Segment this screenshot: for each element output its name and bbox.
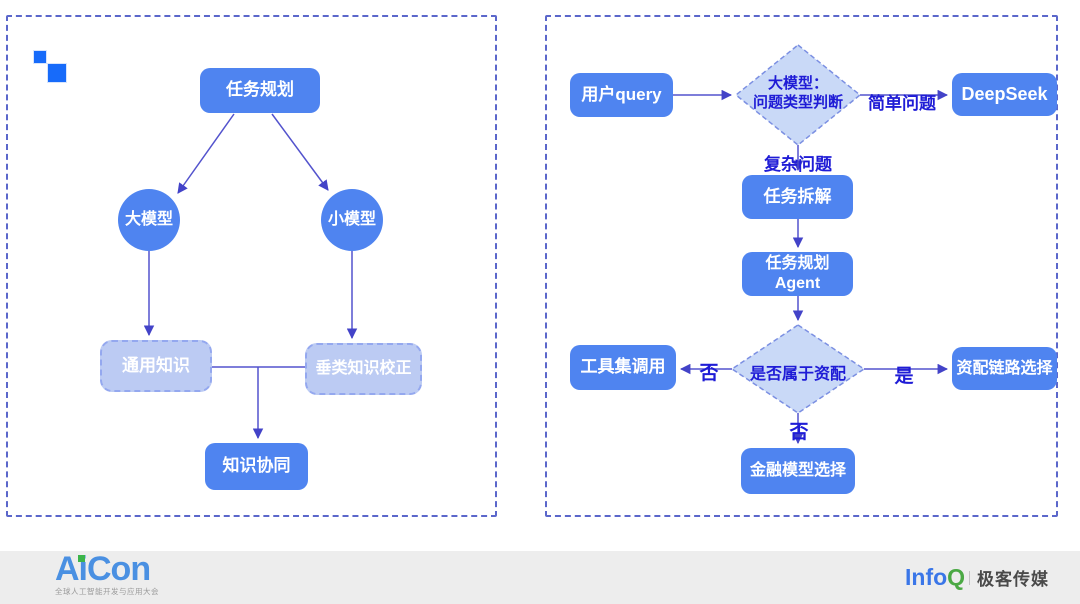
infoq-media-name: 极客传媒 [977, 570, 1050, 589]
edge-label-simple-question: 简单问题 [868, 94, 936, 113]
node-general-knowledge: 通用知识 [100, 340, 212, 392]
edge-label-no-left: 否 [699, 363, 719, 384]
node-large-model: 大模型 [118, 189, 180, 251]
aicon-brand-label: AiCon [55, 550, 151, 588]
infoq-brand-info: Info [905, 564, 948, 590]
decision-question-type-line1: 大模型： [767, 75, 828, 92]
node-vertical-knowledge-correction: 垂类知识校正 [305, 343, 422, 395]
node-small-model: 小模型 [321, 189, 383, 251]
node-allocation-link-selection: 资配链路选择 [952, 347, 1057, 390]
edge-label-complex-question: 复杂问题 [764, 155, 832, 174]
slide-logo-mark-large-square [47, 63, 67, 83]
decision-question-type-label: 大模型： 问题类型判断 [733, 74, 863, 112]
decision-is-allocation-label: 是否属于资配 [749, 366, 846, 383]
node-task-planning-agent-line2: Agent [774, 275, 821, 292]
infoq-divider [969, 570, 971, 585]
aicon-logo: AiCon 全球人工智能开发与应用大会 [55, 550, 159, 597]
aicon-brand-text: AiCon [55, 550, 151, 588]
aicon-green-dot-icon [78, 555, 85, 562]
footer-bar: AiCon 全球人工智能开发与应用大会 Info Q 极客传媒 [0, 551, 1080, 604]
node-task-decomposition: 任务拆解 [742, 175, 853, 219]
node-task-planning: 任务规划 [200, 68, 320, 113]
slide-logo-mark-small-square [33, 50, 47, 64]
node-knowledge-synergy: 知识协同 [205, 443, 308, 490]
node-task-planning-agent: 任务规划 Agent [742, 252, 853, 296]
node-deepseek: DeepSeek [952, 73, 1057, 116]
node-financial-model-selection: 金融模型选择 [741, 448, 855, 494]
decision-question-type-line2: 问题类型判断 [752, 94, 843, 111]
infoq-logo: Info Q 极客传媒 [905, 564, 1049, 591]
node-toolset-call: 工具集调用 [570, 345, 676, 390]
aicon-tagline: 全球人工智能开发与应用大会 [55, 587, 159, 596]
infoq-brand-q: Q [947, 564, 966, 590]
edge-label-no-down: 否 [789, 422, 809, 443]
node-user-query: 用户query [570, 73, 673, 117]
node-task-planning-agent-line1: 任务规划 [765, 255, 830, 272]
edge-label-yes-right: 是 [894, 366, 914, 387]
